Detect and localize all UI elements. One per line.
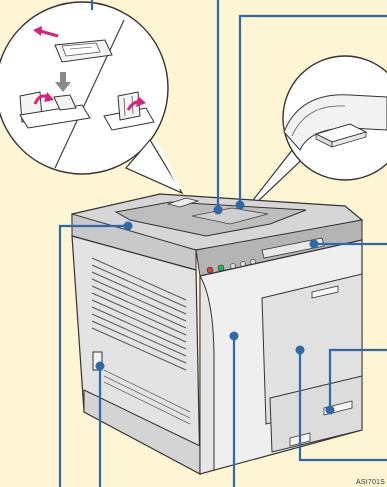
- printer-body: [72, 194, 362, 474]
- figure-code: ASI701S: [356, 479, 385, 486]
- dot-2: [214, 206, 223, 215]
- dot-7: [230, 332, 239, 341]
- dot-3: [236, 201, 245, 210]
- panel-led-red: [207, 267, 213, 273]
- dot-9: [326, 406, 335, 415]
- tray-extension-inset: [0, 2, 182, 193]
- panel-led-green: [218, 265, 224, 271]
- dot-8: [296, 346, 305, 355]
- dot-6: [96, 362, 105, 371]
- dot-5: [124, 222, 133, 231]
- stopper-inset: [236, 56, 387, 222]
- dot-4: [310, 240, 319, 249]
